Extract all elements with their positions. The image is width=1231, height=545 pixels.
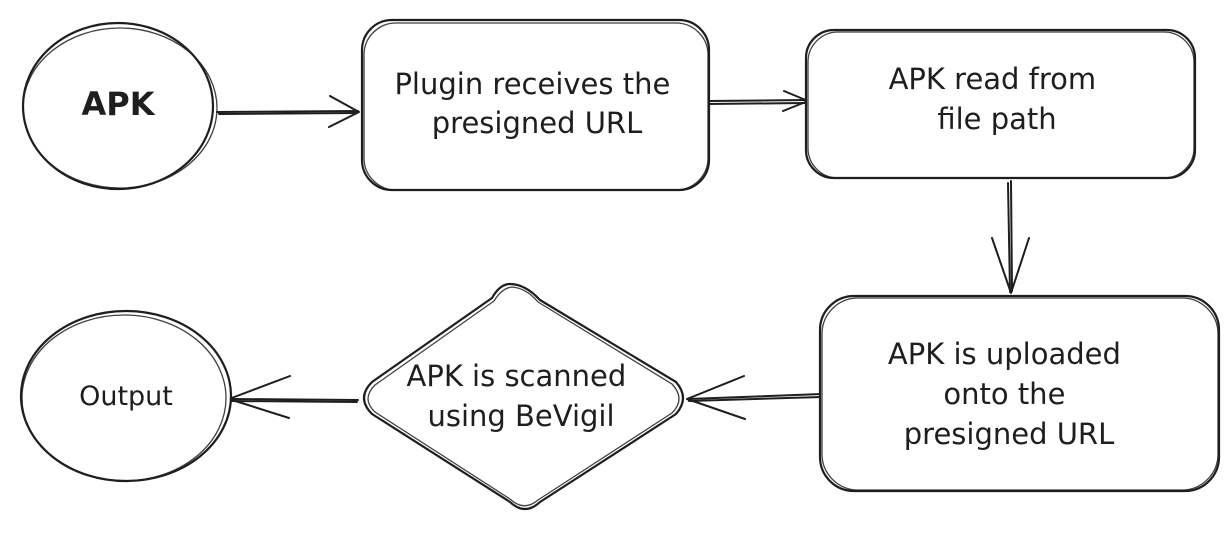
node-apk-scanned-label: APK is scanned using BeVigil: [407, 359, 636, 433]
edge-apk-read-to-uploaded: [991, 180, 1030, 294]
edge-plugin-to-apk-read: [706, 90, 809, 112]
node-apk-scanned: APK is scanned using BeVigil: [362, 282, 685, 511]
node-output-label: Output: [79, 381, 173, 412]
node-apk-read-label: APK read from file path: [889, 62, 1106, 136]
edge-uploaded-to-scanned: [686, 375, 823, 420]
node-apk-uploaded: APK is uploaded onto the presigned URL: [818, 294, 1221, 493]
node-apk-read: APK read from file path: [804, 28, 1197, 180]
node-plugin-receives-label: Plugin receives the presigned URL: [394, 67, 679, 140]
node-plugin-receives: Plugin receives the presigned URL: [360, 18, 711, 192]
node-apk-uploaded-label: APK is uploaded onto the presigned URL: [888, 337, 1130, 451]
edge-scanned-to-output: [228, 375, 359, 419]
node-apk-input: APK: [21, 21, 218, 191]
edge-apk-to-plugin: [216, 95, 360, 128]
node-output: Output: [19, 309, 233, 483]
node-apk-input-label: APK: [81, 85, 155, 123]
